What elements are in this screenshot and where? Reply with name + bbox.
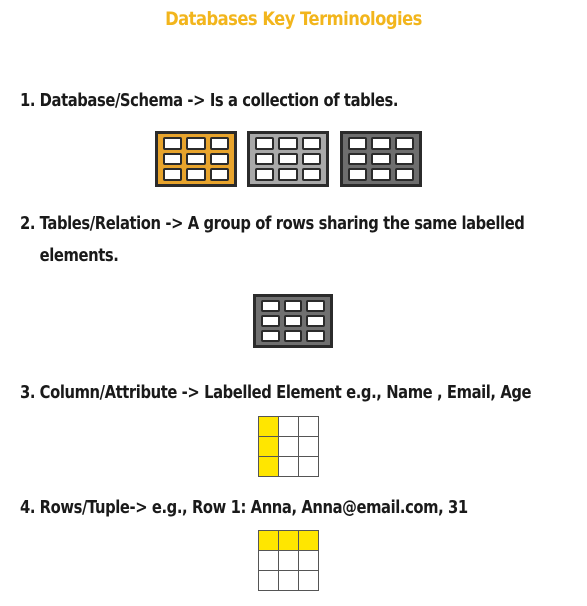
light-gray-table-icon: [247, 131, 329, 187]
term-number: 4.: [20, 497, 36, 518]
term-number: 2.: [20, 213, 36, 234]
term-text-continued: elements.: [39, 245, 119, 266]
grid-cell-highlighted: [258, 436, 279, 457]
row-highlight-grid: [258, 530, 319, 591]
dark-gray-table-icon: [340, 131, 422, 187]
grid-cell: [298, 436, 319, 457]
term-table-relation: 2.Tables/Relation -> A group of rows sha…: [20, 209, 525, 239]
term-number: 3.: [20, 382, 36, 403]
grid-cell-highlighted: [298, 530, 319, 551]
term-text: Database/Schema -> Is a collection of ta…: [39, 90, 399, 111]
column-highlight-grid: [258, 416, 319, 477]
grid-cell: [298, 416, 319, 437]
term-table-relation-continued: elements.: [20, 241, 119, 271]
gray-table-icon: [253, 294, 333, 348]
grid-cell-highlighted: [258, 530, 279, 551]
grid-cell: [258, 570, 279, 591]
grid-cell: [298, 456, 319, 477]
grid-cell: [298, 550, 319, 571]
grid-cell-highlighted: [258, 456, 279, 477]
page-title: Databases Key Terminologies: [165, 8, 422, 30]
grid-cell: [278, 416, 299, 437]
grid-cell: [258, 550, 279, 571]
orange-table-icon: [155, 131, 237, 187]
term-database-schema: 1.Database/Schema -> Is a collection of …: [20, 86, 399, 116]
term-number: 1.: [20, 90, 36, 111]
term-row-tuple: 4.Rows/Tuple-> e.g., Row 1: Anna, Anna@e…: [20, 493, 468, 523]
grid-cell: [298, 570, 319, 591]
grid-cell: [278, 436, 299, 457]
term-column-attribute: 3.Column/Attribute -> Labelled Element e…: [20, 378, 532, 408]
grid-cell: [278, 456, 299, 477]
term-text: Tables/Relation -> A group of rows shari…: [39, 213, 525, 234]
grid-cell: [278, 550, 299, 571]
grid-cell-highlighted: [258, 416, 279, 437]
term-text: Rows/Tuple-> e.g., Row 1: Anna, Anna@ema…: [39, 497, 469, 518]
grid-cell: [278, 570, 299, 591]
grid-cell-highlighted: [278, 530, 299, 551]
term-text: Column/Attribute -> Labelled Element e.g…: [39, 382, 532, 403]
